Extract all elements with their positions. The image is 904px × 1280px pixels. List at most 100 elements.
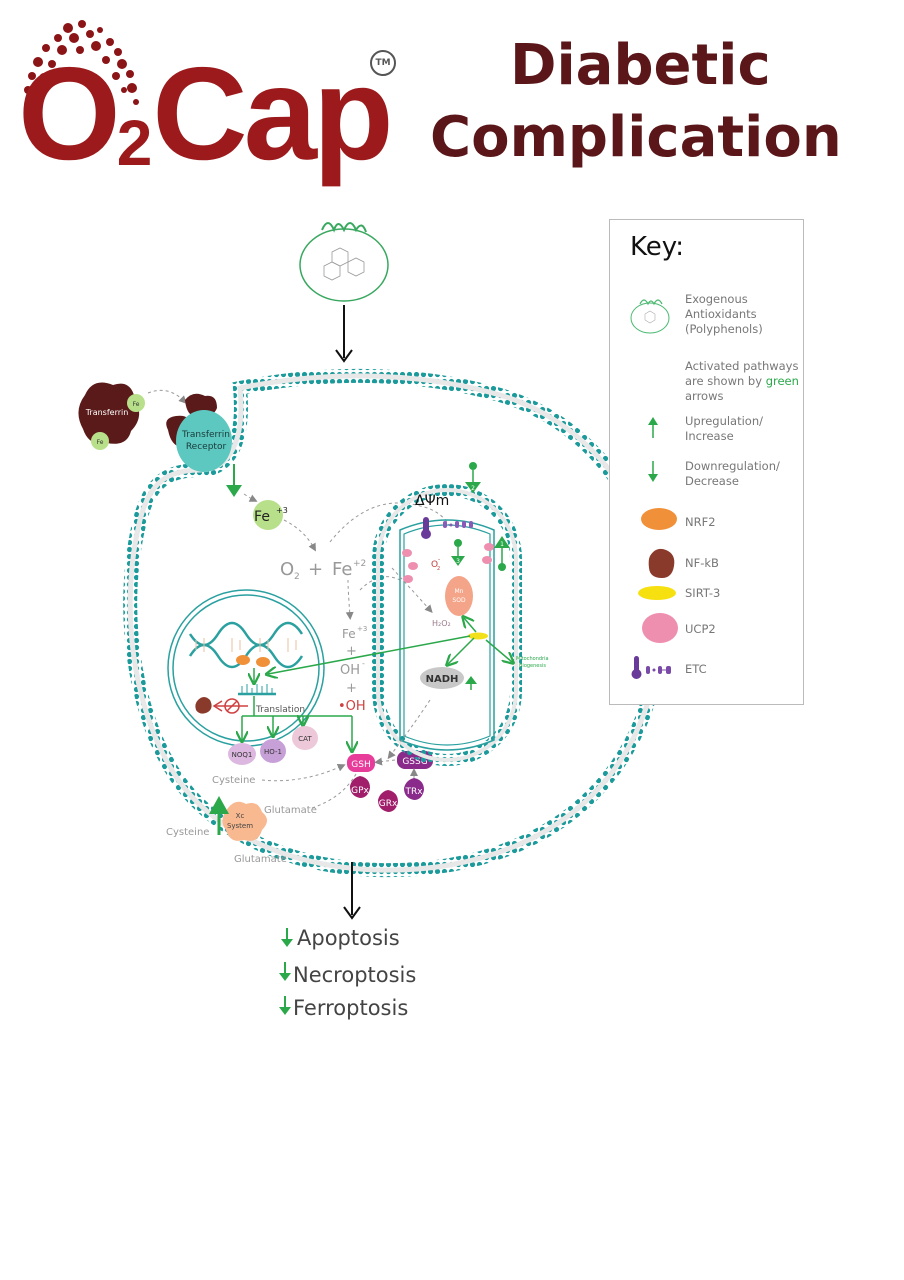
key-item-upregulation: Upregulation/ Increase (685, 414, 764, 443)
nrf2-blob-icon (641, 508, 677, 530)
apoptosis-label: Apoptosis (297, 926, 400, 950)
downregulation-arrow-icon (281, 939, 293, 947)
nadh-molecule (420, 667, 464, 689)
sirt3-blob-icon (638, 586, 676, 600)
downregulation-arrow-icon (279, 973, 291, 981)
step-2-marker: 2 (471, 485, 475, 492)
iron-label: Fe (97, 439, 104, 446)
nfkb-blob (195, 697, 212, 714)
plus-sign: + (346, 681, 357, 696)
pathway-diagram: Transferrin Fe Fe Transferrin Receptor F… (78, 222, 668, 1020)
fe3-label: Fe (254, 509, 270, 525)
key-item-antioxidants: Exogenous Antioxidants (Polyphenols) (685, 292, 763, 336)
downregulation-arrow-icon (279, 1007, 291, 1015)
gpx-label: GPx (351, 786, 369, 796)
logo-wordmark: O2Cap (18, 40, 394, 187)
cysteine-outside-label: Cysteine (166, 827, 209, 838)
key-item-sirt3: SIRT-3 (685, 586, 721, 600)
upregulation-arrow-icon (494, 536, 510, 548)
cat-protein (292, 726, 318, 750)
fe2-charge: +2 (353, 559, 366, 569)
bubble-dots-icon (24, 20, 139, 105)
cysteine-inside-label: Cysteine (212, 775, 255, 786)
nrf2-blob (256, 657, 270, 667)
mitochondrion: O 2 - Mn SOD H₂O₂ NADH (372, 484, 522, 766)
trx-label: TRx (404, 787, 423, 797)
mito-biogenesis-label-2: Biogenesis (519, 663, 546, 669)
downregulation-arrow-icon (226, 485, 242, 497)
key-item-activated-pathways: Activated pathways are shown by green ar… (685, 359, 803, 404)
outcome-necroptosis: Necroptosis (279, 962, 416, 987)
receptor-label-1: Transferrin (181, 430, 230, 440)
o2cap-logo: O2Cap TM (10, 10, 410, 180)
fe2-label: Fe (332, 559, 352, 580)
cat-label: CAT (298, 735, 312, 743)
arrow-down-icon (335, 349, 353, 363)
glutamate-outside-label: Glutamate (234, 854, 287, 865)
transferrin-receptor: Transferrin Receptor (166, 393, 232, 472)
key-text: Activated pathways are shown by (685, 359, 799, 388)
page-title: Diabetic Complication (430, 30, 890, 174)
transferrin-complex: Transferrin Fe Fe (78, 382, 145, 450)
step-3-marker: 3 (456, 558, 460, 565)
nrf2-blob (236, 655, 250, 665)
polyphenol-molecule-icon (323, 247, 365, 281)
nadh-label: NADH (426, 674, 459, 685)
membrane-potential-label: ΔΨm (415, 493, 449, 509)
exogenous-antioxidant-tomato (299, 222, 389, 302)
superoxide-charge: - (438, 556, 440, 563)
tomato-icon (630, 299, 670, 334)
grx-label: GRx (379, 799, 398, 809)
nfkb-blob-icon (648, 548, 675, 578)
translation-label: Translation (255, 705, 305, 715)
outcome-apoptosis: Apoptosis (281, 926, 400, 950)
trx-protein (404, 778, 424, 800)
cell-membrane (123, 368, 668, 878)
fe3-product-charge: +3 (357, 625, 367, 633)
key-text: arrows (685, 389, 724, 403)
superoxide-subscript: 2 (437, 566, 440, 572)
arrow-down-icon (343, 906, 361, 920)
nqo1-label: NOQ1 (232, 751, 253, 759)
mito-biogenesis-label-1: Mitochondria (516, 656, 549, 662)
upregulation-arrow-icon (465, 676, 477, 684)
glutamate-inside-label: Glutamate (264, 805, 317, 816)
receptor-label-2: Receptor (186, 442, 227, 452)
ho1-label: HO-1 (264, 748, 282, 756)
mnsod-label-1: Mn (455, 588, 464, 595)
transferrin-label: Transferrin (85, 408, 129, 417)
fe3-charge: +3 (276, 506, 288, 515)
plus-sign: + (346, 644, 357, 659)
etc-complex-icon (421, 517, 473, 539)
gssg-label: GSSG (402, 757, 427, 767)
trademark-icon: TM (370, 50, 396, 76)
key-title: Key: (630, 232, 685, 262)
step-1-marker: 1 (500, 541, 504, 548)
title-line-1: Diabetic (510, 33, 771, 98)
gsh-label: GSH (351, 760, 370, 770)
key-item-ucp2: UCP2 (685, 622, 716, 636)
ucp2-blob-icon (642, 613, 678, 643)
hydroxyl-radical-label: •OH (338, 699, 366, 714)
downregulation-arrow-icon (451, 556, 465, 566)
gpx-protein (350, 776, 370, 798)
oxygen-label: O (280, 559, 294, 580)
etc-icon (631, 656, 671, 679)
iron-label: Fe (133, 401, 140, 408)
fe3-product-label: Fe (342, 627, 356, 641)
hydrogen-peroxide-label: H₂O₂ (432, 619, 451, 628)
system-label: System (227, 822, 253, 830)
grx-protein (378, 790, 398, 812)
hydroxide-charge: - (362, 659, 365, 668)
plus-sign: + (308, 559, 323, 580)
upregulation-arrow-icon (209, 796, 229, 814)
key-item-nrf2: NRF2 (685, 515, 716, 529)
mnsod-label-2: SOD (452, 597, 466, 604)
title-line-2: Complication (430, 105, 842, 170)
xc-label: Xc (236, 812, 245, 820)
mnsod-enzyme (445, 576, 473, 616)
legend-key: Key: Exogenous Antioxidants (Polyphenols… (609, 219, 804, 705)
key-item-nfkb: NF-kB (685, 556, 719, 570)
gsh-protein (347, 754, 375, 772)
mrna-icon (238, 684, 276, 696)
